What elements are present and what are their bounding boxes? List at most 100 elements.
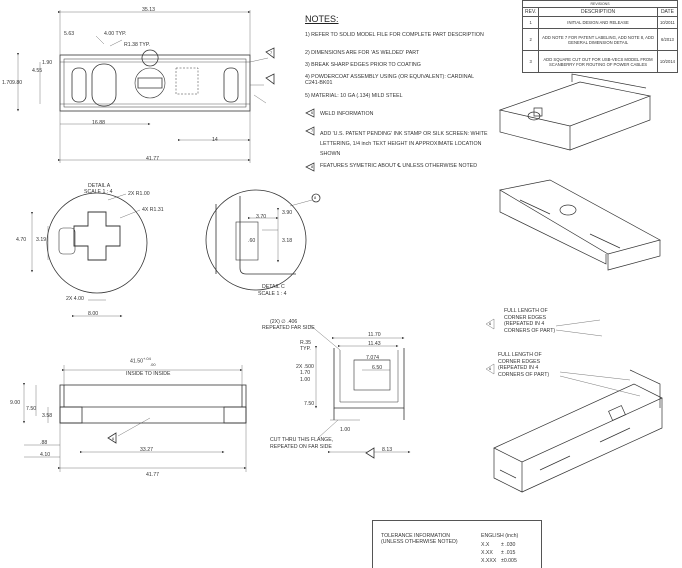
detail-c-dim-2: 3.90 xyxy=(282,210,293,216)
flag-6-number: 6 xyxy=(311,110,314,115)
front-dim-tol-lower: .00 xyxy=(150,362,156,367)
flag-6-icon xyxy=(305,108,315,118)
side-dim-width: 11.70 xyxy=(368,332,381,338)
note-1: 1) REFER TO SOLID MODEL FILE FOR COMPLET… xyxy=(305,32,484,38)
weld-note-2: FULL LENGTH OF CORNER EDGES (REPEATED IN… xyxy=(498,352,550,378)
tolerance-row-value: ± .015 xyxy=(501,550,516,556)
tolerance-row-label: X.XX xyxy=(481,550,493,556)
detail-c-dim-1: 3.70 xyxy=(256,214,267,220)
tolerance-row-value: ±0.005 xyxy=(501,558,517,564)
detail-a-dim-6: 8.00 xyxy=(88,311,99,317)
notes-title: NOTES: xyxy=(305,14,339,24)
detail-c-scale: SCALE 1 : 4 xyxy=(258,291,287,297)
note-5: 5) MATERIAL: 10 GA (.134) MILD STEEL xyxy=(305,93,403,99)
rev-header-date: DATE xyxy=(656,7,679,17)
side-dim-radius: R.35 xyxy=(300,340,311,346)
note-3: 3) BREAK SHARP EDGES PRIOR TO COATING xyxy=(305,62,421,68)
rev-header-desc: DESCRIPTION xyxy=(538,7,658,17)
detail-a-dim-3: 4.70 xyxy=(16,237,27,243)
flag-8-number: 8 xyxy=(311,164,314,169)
dim-slot-radius: R1.38 TYP. xyxy=(124,42,151,48)
dim-right-offset: 14 xyxy=(212,137,218,143)
side-dim-height: 7.50 xyxy=(304,401,315,407)
front-dim-inner-height: 7.50 xyxy=(26,406,37,412)
side-dim-radius-typ: TYP. xyxy=(300,346,311,352)
side-dim-slot-2: 1.70 xyxy=(300,370,311,376)
flag-7-icon xyxy=(305,126,315,136)
dim-edge-2: 4.55 xyxy=(32,68,43,74)
flag-note-8: FEATURES SYMETRIC ABOUT ℄ UNLESS OTHERWI… xyxy=(320,163,478,169)
dim-center-offset: 16.88 xyxy=(92,120,105,126)
dim-edge-1: 1.90 xyxy=(42,60,53,66)
detail-a-title: DETAIL A xyxy=(88,183,111,189)
table-row: 2 ADD NOTE 7 FOR PATENT LABELING, ADD NO… xyxy=(521,28,679,51)
detail-a-dim-4: 3.19 xyxy=(36,237,47,243)
front-view xyxy=(22,365,247,472)
front-view-flag-number: 6 xyxy=(112,436,115,441)
rev-header-rev: REV. xyxy=(521,7,540,17)
tolerance-subtitle: (UNLESS OTHERWISE NOTED) xyxy=(381,539,458,545)
top-view-flag-number: 7 xyxy=(270,50,273,55)
dim-offset: 5.63 xyxy=(64,31,75,37)
front-dim-inside: 41.50+.04 xyxy=(130,356,151,365)
front-dim-foot: .88 xyxy=(40,440,48,446)
side-dim-bottom: 1.00 xyxy=(340,427,351,433)
side-dim-opening-inner: 6.50 xyxy=(372,365,383,371)
front-dim-flange: 3.58 xyxy=(42,413,53,419)
side-dim-hole-note: REPEATED FAR SIDE xyxy=(262,325,315,331)
revision-table: REVISIONS REV. DESCRIPTION DATE 1 INITIA… xyxy=(521,0,679,73)
weld-note-2-number: 6 xyxy=(489,366,492,371)
tolerance-row-label: X.X xyxy=(481,542,490,548)
table-row: 3 ADD SQUARE CUT OUT FOR USB-VECS MODEL … xyxy=(521,50,679,73)
side-dim-inner-width: 11.43 xyxy=(368,341,381,347)
note-2: 2) DIMENSIONS ARE FOR 'AS WELDED' PART xyxy=(305,50,420,56)
flag-7-number: 7 xyxy=(311,128,314,133)
detail-a-dim-5: 2X 4.00 xyxy=(66,296,84,302)
detail-c-dim-3: .60 xyxy=(248,238,256,244)
tolerance-row-label: X.XXX xyxy=(481,558,497,564)
front-dim-foot-2: 4.10 xyxy=(40,452,51,458)
iso-view-bottom xyxy=(493,369,663,493)
front-dim-inner-length: 33.27 xyxy=(140,447,153,453)
detail-c-title: DETAIL C xyxy=(262,284,285,290)
tolerance-title: TOLERANCE INFORMATION xyxy=(381,533,450,539)
side-view xyxy=(309,324,411,459)
flag-note-6: WELD INFORMATION xyxy=(320,111,374,117)
weld-leaders xyxy=(485,318,641,397)
detail-c-flag-number: 8 xyxy=(314,195,317,200)
dim-height-top: 9.80 xyxy=(12,80,23,86)
side-dim-hole: (2X) ∅ .406 xyxy=(270,319,298,325)
front-dim-inside-note: INSIDE TO INSIDE xyxy=(126,371,171,377)
front-dim-overall-length: 41.77 xyxy=(146,472,159,478)
front-dim-height: 9.00 xyxy=(10,400,21,406)
revision-table-title: REVISIONS xyxy=(522,0,678,8)
iso-view-middle xyxy=(499,179,661,271)
detail-a-dim-2: 4X R1.31 xyxy=(142,207,164,213)
side-dim-slot-3: 1.00 xyxy=(300,377,311,383)
side-cut-note: CUT THRU THIS FLANGE, REPEATED ON FAR SI… xyxy=(270,437,334,450)
tolerance-block: TOLERANCE INFORMATION (UNLESS OTHERWISE … xyxy=(372,520,542,568)
detail-a-view xyxy=(30,192,148,318)
detail-c-view xyxy=(205,189,321,291)
flag-note-7: ADD 'U.S. PATENT PENDING' INK STAMP OR S… xyxy=(320,131,488,157)
note-4: 4) POWDERCOAT ASSEMBLY USING (OR EQUIVAL… xyxy=(305,74,474,87)
detail-c-dim-4: 3.18 xyxy=(282,238,293,244)
dim-overall-length-top: 41.77 xyxy=(146,156,159,162)
dim-slot-width: 4.00 TYP. xyxy=(104,31,127,37)
iso-view-top xyxy=(498,73,652,151)
top-view xyxy=(16,10,275,163)
detail-a-dim-1: 2X R1.00 xyxy=(128,191,150,197)
weld-note-1-number: 6 xyxy=(489,321,492,326)
weld-note-1: FULL LENGTH OF CORNER EDGES (REPEATED IN… xyxy=(504,308,556,334)
side-dim-slot: 2X .500 xyxy=(296,364,314,370)
tolerance-row-value: ± .030 xyxy=(501,542,516,548)
flag-8-icon xyxy=(305,162,315,172)
dim-overall-width-top: 35.13 xyxy=(142,7,155,13)
side-dim-opening: 7.074 xyxy=(366,355,379,361)
dim-edge-3: 1.70 xyxy=(2,80,13,86)
side-dim-overall: 8.13 xyxy=(382,447,393,453)
tolerance-units: ENGLISH (inch) xyxy=(481,533,519,539)
table-row: 1 INITIAL DESIGN AND RELEASE 10/2011 xyxy=(521,16,679,29)
detail-a-scale: SCALE 1 : 4 xyxy=(84,189,113,195)
